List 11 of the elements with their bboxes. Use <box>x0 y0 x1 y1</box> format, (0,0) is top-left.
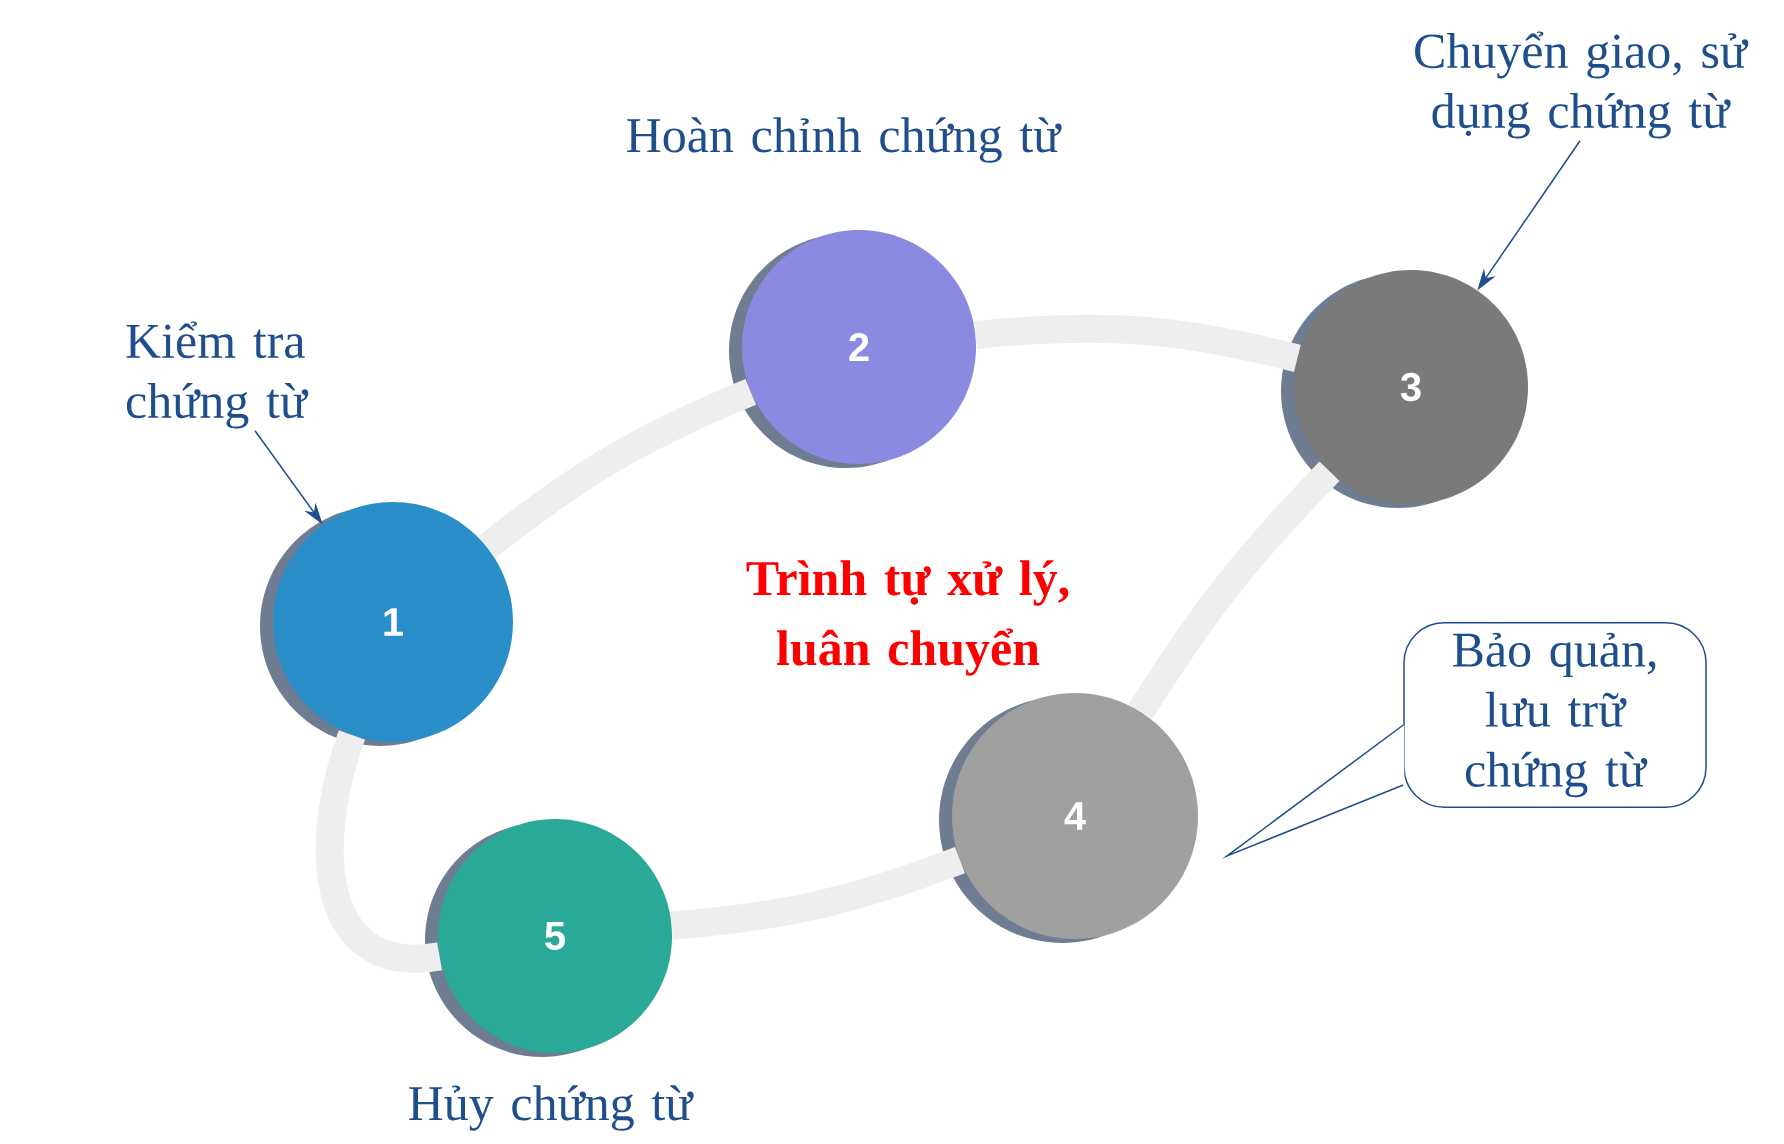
ring-track <box>315 730 441 973</box>
ring-track <box>1128 461 1340 720</box>
speech-bubble: Bảo quản, lưu trữ chứng từ <box>1221 622 1707 859</box>
ring-track <box>670 847 965 940</box>
step-label: Chuyển giao, sử dụng chứng từ <box>1415 31 1749 139</box>
step-label: Kiểm tra chứng từ <box>126 321 309 429</box>
center-title: Trình tự xử lý, luân chuyển <box>746 560 1069 676</box>
ring-track <box>974 314 1301 372</box>
ring-track <box>478 379 757 559</box>
step-label: Hủy chứng từ <box>409 1085 694 1131</box>
step-label: Hoàn chỉnh chứng từ <box>627 117 1062 163</box>
